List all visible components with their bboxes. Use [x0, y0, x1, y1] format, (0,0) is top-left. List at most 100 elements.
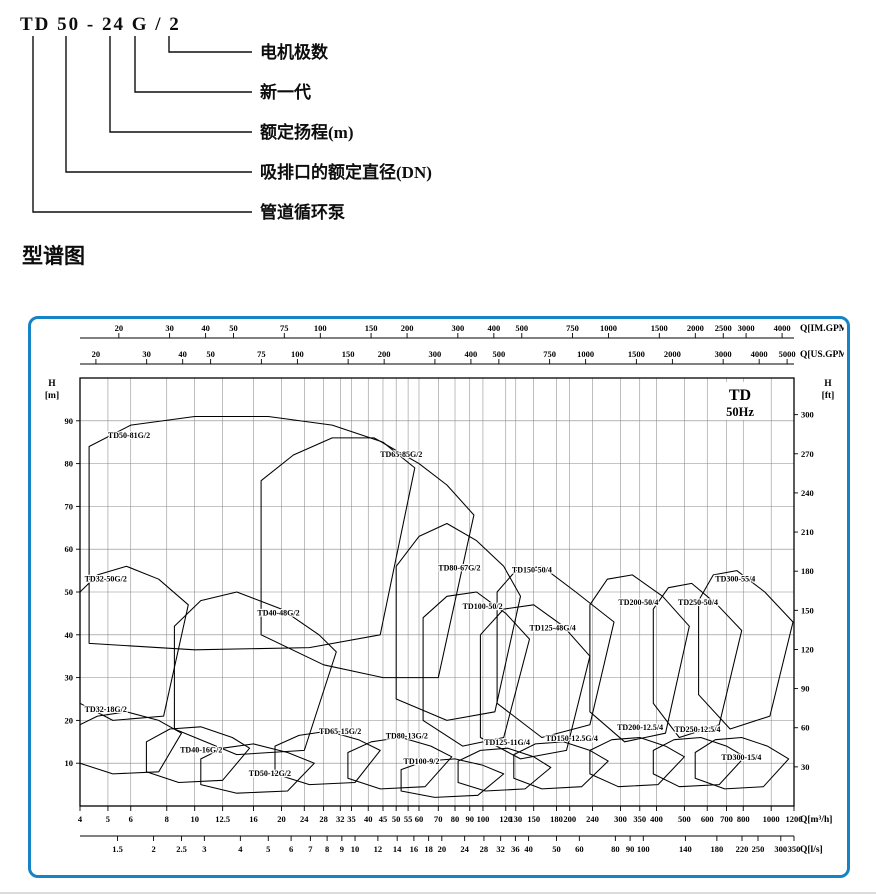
axis-m3h-tick-label: 32	[336, 814, 345, 824]
axis-ls-tick-label: 32	[496, 844, 505, 854]
pump-region	[79, 565, 189, 721]
callout-label-24: 额定扬程(m)	[260, 122, 353, 142]
pump-region-label: TD50-81G/2	[108, 431, 150, 440]
axis-im-gpm-tick-label: 30	[165, 323, 174, 333]
axis-us-gpm-tick-label: 4000	[751, 349, 768, 359]
pump-region	[479, 604, 591, 760]
axis-m3h-tick-label: 150	[527, 814, 540, 824]
axis-hm-tick-label: 90	[65, 416, 74, 426]
axis-ls-tick-label: 18	[424, 844, 433, 854]
axis-hft-tick-label: 150	[801, 605, 814, 615]
axis-ls-tick-label: 50	[552, 844, 561, 854]
axis-hft-tick-label: 120	[801, 644, 814, 654]
axis-us-gpm-tick-label: 100	[291, 349, 304, 359]
axis-hft-tick-label: 180	[801, 566, 814, 576]
axis-hm-tick-label: 70	[65, 501, 74, 511]
axis-m3h-tick-label: 400	[650, 814, 663, 824]
axis-m3h-tick-label: 500	[678, 814, 691, 824]
axis-ls-tick-label: 350	[788, 844, 801, 854]
axis-us-gpm-tick-label: 750	[543, 349, 556, 359]
axis-ls-tick-label: 7	[308, 844, 313, 854]
pump-region	[422, 591, 531, 747]
pump-region	[200, 743, 315, 794]
axis-ls-tick-label: 180	[710, 844, 723, 854]
pump-region-label: TD150-12.5G/4	[546, 734, 598, 743]
model-code: TD 50 - 24 G / 2	[20, 14, 181, 35]
axis-ls-tick-label: 6	[289, 844, 293, 854]
pump-region-label: TD200-12.5/4	[617, 723, 663, 732]
callout-line-50	[65, 36, 252, 173]
chart-title: TD	[729, 387, 751, 404]
axis-im-gpm-tick-label: 100	[314, 323, 327, 333]
axis-us-gpm-tick-label: 20	[92, 349, 101, 359]
pump-region-label: TD32-18G/2	[85, 705, 127, 714]
axis-m3h-tick-label: 4	[78, 814, 83, 824]
spectrum-chart: TD50-81G/2TD65-85G/2TD32-50G/2TD40-48G/2…	[45, 323, 844, 855]
axis-ls-tick-label: 140	[679, 844, 692, 854]
pump-region	[652, 582, 743, 739]
axis-m3h-tick-label: 60	[415, 814, 424, 824]
axis-im-gpm-tick-label: 2000	[687, 323, 704, 333]
pump-region	[652, 736, 746, 788]
axis-ls-tick-label: 10	[351, 844, 360, 854]
axis-im-gpm-tick-label: 50	[229, 323, 238, 333]
pump-region	[145, 726, 251, 784]
page-bottom-edge	[0, 892, 876, 894]
pump-region-label: TD40-48G/2	[257, 609, 299, 618]
axis-im-gpm-tick-label: 20	[115, 323, 124, 333]
pump-region	[260, 437, 475, 679]
axis-m3h-tick-label: 180	[550, 814, 563, 824]
axis-ls-tick-label: 60	[575, 844, 584, 854]
axis-m3h-tick-label: 35	[347, 814, 356, 824]
axis-m3h-tick-label: 100	[477, 814, 490, 824]
axis-us-gpm-tick-label: 500	[492, 349, 505, 359]
callout-label-TD: 管道循环泵	[260, 202, 345, 222]
axis-hft-tick-label: 240	[801, 488, 814, 498]
axis-ls-tick-label: 16	[410, 844, 419, 854]
axis-m3h-tick-label: 70	[434, 814, 443, 824]
axis-ls-tick-label: 100	[637, 844, 650, 854]
pump-region-label: TD250-50/4	[678, 598, 718, 607]
axis-hm-tick-label: 50	[65, 587, 74, 597]
axis-ls-tick-label: 2	[151, 844, 155, 854]
axis-us-gpm-tick-label: 300	[429, 349, 442, 359]
axis-m3h-tick-label: 1000	[763, 814, 780, 824]
axis-hft-tick-label: 60	[801, 723, 810, 733]
callout-label-50: 吸排口的额定直径(DN)	[260, 162, 432, 182]
axis-m3h-tick-label: 45	[379, 814, 388, 824]
axis-m3h-tick-label: 12.5	[215, 814, 230, 824]
pump-region	[457, 747, 552, 792]
axis-m3h-tick-label: 240	[586, 814, 599, 824]
axis-us-gpm-tick-label: 40	[178, 349, 187, 359]
axis-ls-tick-label: 40	[524, 844, 533, 854]
pump-region-label: TD100-50/2	[463, 602, 503, 611]
pump-region	[400, 758, 505, 798]
axis-ls-tick-label: 12	[374, 844, 383, 854]
axis-m3h-tick-label: 50	[392, 814, 401, 824]
axis-im-gpm-tick-label: 2500	[715, 323, 732, 333]
axis-im-gpm-unit: Q[IM.GPM]	[800, 324, 844, 334]
callout-line-TD	[32, 36, 252, 213]
axis-m3h-tick-label: 6	[129, 814, 133, 824]
pump-region	[274, 730, 381, 786]
axis-hm-tick-label: 60	[65, 544, 74, 554]
axis-ls-tick-label: 24	[460, 844, 469, 854]
axis-im-gpm-tick-label: 3000	[738, 323, 755, 333]
axis-hm-tick-label: 10	[65, 758, 74, 768]
axis-hm-tick-label: 20	[65, 715, 74, 725]
axis-m3h-tick-label: 300	[614, 814, 627, 824]
axis-m3h-tick-label: 600	[701, 814, 714, 824]
axis-im-gpm-tick-label: 200	[401, 323, 414, 333]
axis-m3h-tick-label: 20	[277, 814, 286, 824]
axis-m3h-tick-label: 80	[451, 814, 460, 824]
axis-m3h-tick-label: 120	[499, 814, 512, 824]
axis-m3h-tick-label: 24	[300, 814, 309, 824]
axis-ls-tick-label: 20	[438, 844, 447, 854]
axis-ls-tick-label: 36	[511, 844, 520, 854]
axis-ls-tick-label: 300	[774, 844, 787, 854]
axis-ls-tick-label: 1.5	[112, 844, 123, 854]
axis-hft-unit: [ft]	[822, 391, 835, 401]
axis-us-gpm-tick-label: 150	[342, 349, 355, 359]
pump-region-label: TD40-16G/2	[180, 746, 222, 755]
